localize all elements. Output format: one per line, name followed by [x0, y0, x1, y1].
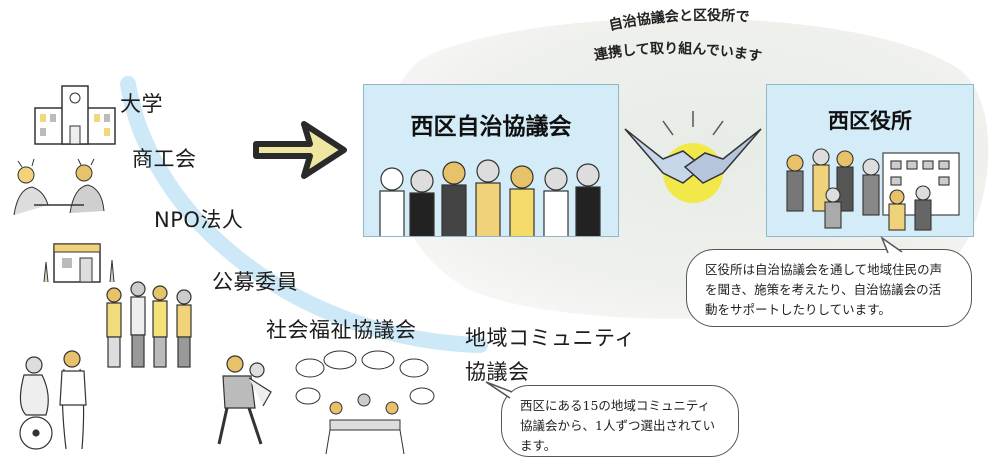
council-panel: 西区自治協議会: [363, 84, 619, 237]
org-label-social-welfare: 社会福祉協議会: [266, 318, 417, 342]
svg-text:自治協議会と区役所で: 自治協議会と区役所で: [607, 7, 750, 34]
office-description-bubble: 区役所は自治協議会を通して地域住民の声を聞き、施策を考えたり、自治協議会の活動を…: [686, 249, 972, 327]
org-label-university: 大学: [120, 92, 163, 116]
caption-line-2: 連携して取り組んでいます: [593, 40, 763, 65]
org-label-public-members: 公募委員: [212, 270, 298, 294]
welfare-caregiver-icon: [19, 350, 87, 450]
rescue-carry-icon: [217, 355, 272, 445]
council-title: 西区自治協議会: [410, 114, 572, 140]
office-bubble-tail: [880, 236, 903, 254]
community-meeting-icon: [295, 350, 435, 455]
org-label-community: 地域コミュニティ: [465, 326, 636, 350]
handshake-icon: [624, 111, 762, 203]
office-panel: 西区役所: [766, 84, 974, 237]
npo-building-icon: [43, 243, 115, 283]
council-members-group-icon: [379, 159, 601, 236]
right-arrow-icon: [253, 121, 347, 179]
org-label-commerce: 商工会: [132, 147, 197, 171]
community-description-bubble: 西区にある15の地域コミュニティ協議会から、1人ずつ選出されています。: [501, 385, 739, 457]
business-people-icon: [13, 158, 105, 216]
public-members-icon: [106, 281, 192, 368]
caption-line-1: 自治協議会と区役所で: [607, 7, 750, 34]
org-label-npo: NPO法人: [154, 208, 244, 232]
svg-text:連携して取り組んでいます: 連携して取り組んでいます: [593, 40, 763, 65]
university-building-icon: [34, 85, 116, 145]
org-label-community-line2: 協議会: [465, 360, 530, 384]
community-bubble-tail: [485, 381, 513, 399]
ward-office-staff-icon: [786, 148, 960, 231]
office-title: 西区役所: [828, 109, 912, 133]
